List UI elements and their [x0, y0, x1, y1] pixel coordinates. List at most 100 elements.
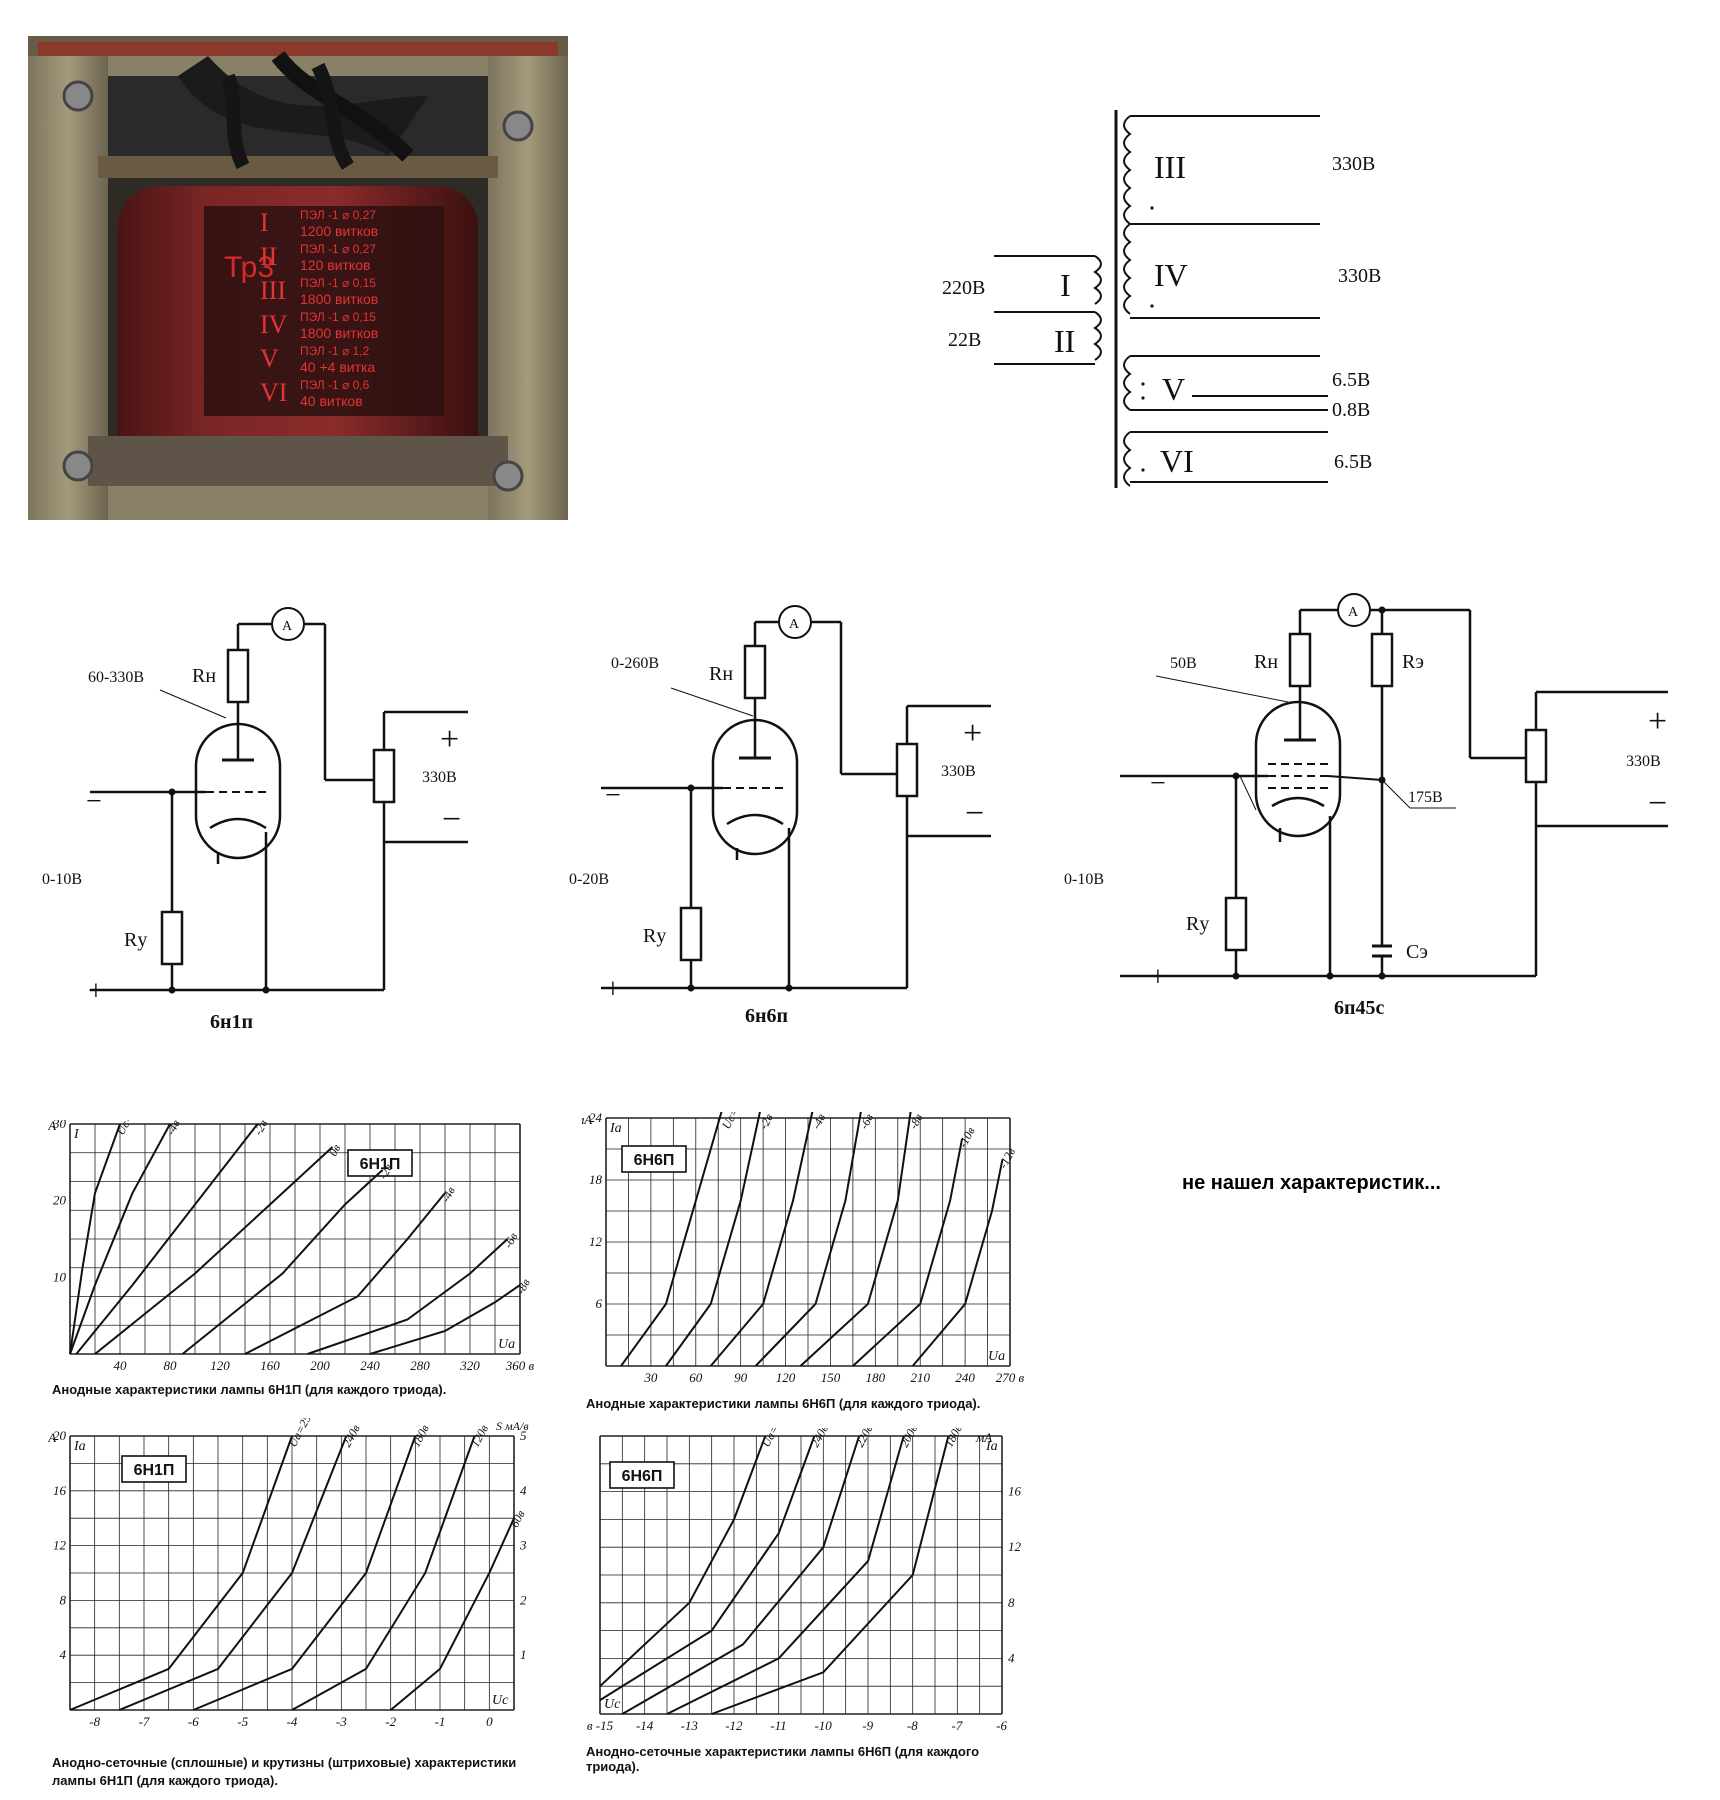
- chart-6n6p-grid-plot: в -15-14-13-12-11-10-9-8-7-6481216мАIаUc…: [587, 1402, 1022, 1733]
- load-label: Rн: [709, 663, 733, 685]
- supply-minus: −: [965, 795, 984, 832]
- x-tick-label: -4: [287, 1714, 298, 1729]
- transformer-schematic: III IV V VI I II 220В 22В 330В 330В 6.5В…: [942, 110, 1381, 488]
- grid-resistor: [1224, 896, 1248, 952]
- y-axis-symbol: Iа: [985, 1439, 998, 1454]
- y-axis-unit: мА: [975, 1430, 992, 1445]
- x-tick-label: 120: [210, 1358, 230, 1373]
- x-tick-label: 0: [486, 1714, 493, 1729]
- series-curve: [799, 1097, 914, 1367]
- supply-plus: +: [440, 721, 459, 758]
- chart-title-box: [609, 1461, 675, 1489]
- photo-winding-roman: III: [260, 276, 286, 305]
- series-curve: [181, 1169, 384, 1355]
- chart-title: 6Н6П: [622, 1468, 663, 1485]
- winding-label: II: [1054, 323, 1075, 359]
- series-curve: [754, 1097, 865, 1367]
- photo-winding-roman: V: [260, 344, 279, 373]
- grid-plus: +: [605, 974, 621, 1005]
- supply-plus: +: [963, 715, 982, 752]
- potentiometer: [895, 742, 919, 798]
- x-tick-label: -11: [770, 1718, 786, 1733]
- photo-winding-spec: ПЭЛ -1 ⌀ 0,6: [300, 378, 370, 392]
- y-tick-label: 20: [53, 1193, 67, 1208]
- x-tick-label: 270 в: [996, 1370, 1025, 1385]
- y2-tick-label: 3: [519, 1538, 527, 1553]
- y-tick-label: 20: [53, 1428, 67, 1443]
- x-tick-label: -12: [725, 1718, 743, 1733]
- x-tick-label: -7: [139, 1714, 150, 1729]
- series-curve: [307, 1238, 509, 1355]
- photo-winding-roman: II: [260, 242, 278, 271]
- y-tick-label: 10: [53, 1269, 67, 1284]
- circuit-6n6p: А 0-260В Rн Rу 330В + − − + 0-20В 6н6п: [569, 605, 991, 1027]
- winding-II-coil: [1093, 311, 1102, 361]
- grid-plus: +: [1150, 962, 1166, 993]
- load-resistor: [1288, 632, 1312, 688]
- chart-title: 6Н1П: [134, 1462, 175, 1479]
- series-curve: [599, 1435, 816, 1701]
- series-label: -6в: [857, 1112, 877, 1131]
- ammeter-label: А: [1348, 605, 1359, 620]
- x-tick-label: 240: [360, 1358, 380, 1373]
- x-tick-label: -3: [336, 1714, 347, 1729]
- y-axis-unit: мА: [48, 1120, 56, 1133]
- photo-tag: Тр3: [224, 251, 275, 284]
- photo-winding-spec: ПЭЛ -1 ⌀ 0,15: [300, 276, 376, 290]
- tube-envelope: [711, 718, 799, 856]
- series-label: -6в: [501, 1230, 521, 1250]
- x-tick-label: 180: [866, 1370, 886, 1385]
- winding-IV-coil: [1123, 223, 1132, 315]
- x-axis-label: Uc: [604, 1697, 621, 1712]
- grid-res-label: Rу: [124, 929, 147, 951]
- grid-minus: −: [1150, 768, 1166, 799]
- x-tick-label: 240: [955, 1370, 975, 1385]
- chart-title-box: [621, 1145, 687, 1173]
- chart-grid: [69, 1123, 521, 1355]
- voltage-label: 0.8В: [1332, 399, 1370, 421]
- supply-minus: −: [442, 801, 461, 838]
- y2-tick-label: 5: [520, 1428, 527, 1443]
- y2-tick-label: 4: [520, 1483, 527, 1498]
- series-label: -4в: [438, 1184, 458, 1204]
- x-tick-label: -1: [435, 1714, 446, 1729]
- series-curve: [291, 1435, 476, 1711]
- load-resistor: [226, 648, 250, 704]
- y2-tick-label: 2: [520, 1592, 527, 1607]
- voltage-label: 330В: [1338, 265, 1381, 287]
- y-axis-unit: мА: [48, 1430, 56, 1445]
- load-label: Rн: [192, 665, 216, 687]
- series-label: 0в: [326, 1142, 344, 1158]
- supply-label: 330В: [422, 769, 457, 786]
- series-label: -4в: [809, 1112, 829, 1131]
- x-tick-label: -2: [385, 1714, 396, 1729]
- x-tick-label: 90: [734, 1370, 748, 1385]
- photo-winding-turns: 40 +4 витка: [300, 359, 376, 375]
- potentiometer: [372, 748, 396, 804]
- photo-winding-turns: 40 витков: [300, 393, 363, 409]
- y-tick-label: 16: [53, 1483, 67, 1498]
- x-tick-label: -8: [89, 1714, 100, 1729]
- screen-res-label: Rэ: [1402, 651, 1424, 673]
- tube-name: 6п45с: [1334, 997, 1385, 1019]
- x-axis-label: Uа: [498, 1337, 515, 1352]
- series-label: -2в: [251, 1120, 271, 1137]
- series-curve: [666, 1435, 905, 1715]
- series-label: Uc=-8в: [113, 1120, 143, 1137]
- series-curve: [69, 1435, 293, 1711]
- photo-winding-spec: ПЭЛ -1 ⌀ 0,27: [300, 208, 376, 222]
- supply-plus: +: [1648, 703, 1667, 740]
- y-axis-unit: мА: [582, 1112, 592, 1127]
- photo-winding-spec: ПЭЛ -1 ⌀ 0,27: [300, 242, 376, 256]
- y-tick-label: 12: [53, 1538, 67, 1553]
- winding-I-coil: [1093, 255, 1102, 305]
- tube-envelope: [1254, 700, 1342, 838]
- y-tick-label: 12: [589, 1234, 603, 1249]
- series-curve: [390, 1517, 515, 1711]
